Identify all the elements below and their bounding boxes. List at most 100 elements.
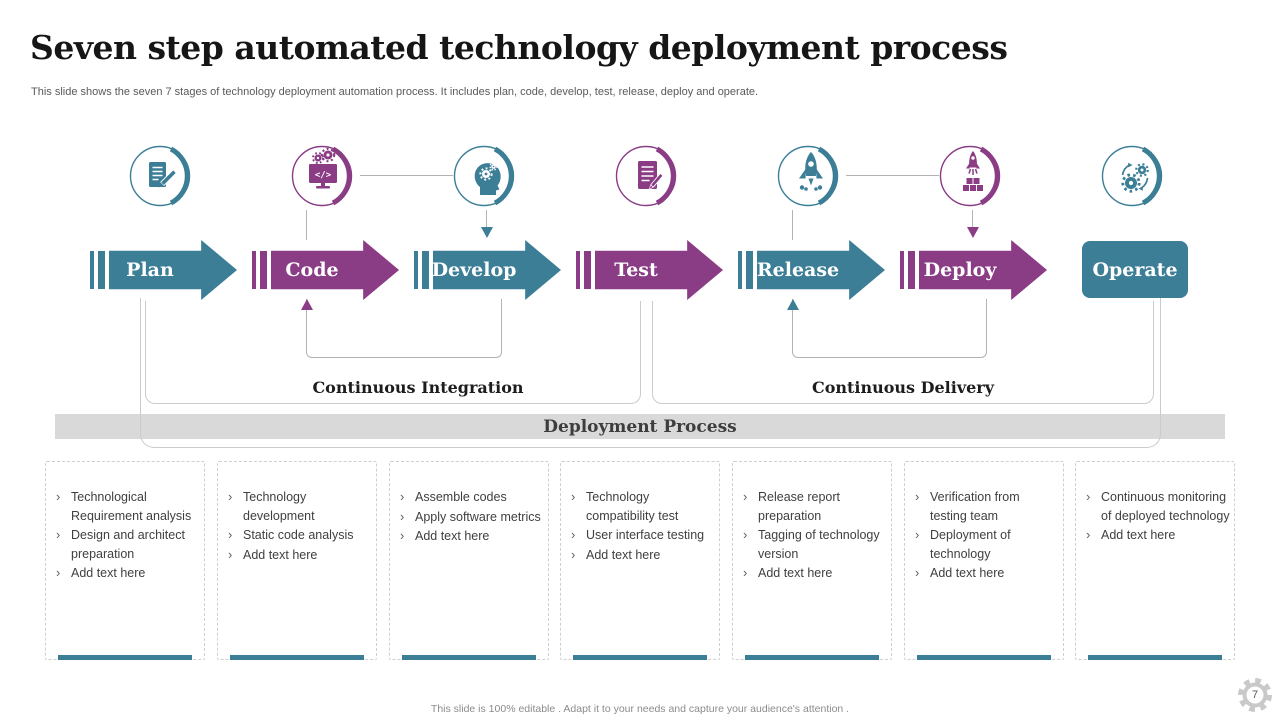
arrowhead-up-release: [787, 299, 799, 310]
step-icon-develop[interactable]: [453, 142, 521, 210]
list-item: › Add text here: [400, 527, 544, 546]
arrow-stripe: [576, 251, 580, 289]
card-code[interactable]: ›Technology development ›Static code ana…: [217, 461, 377, 660]
arrow-stripe: [98, 251, 105, 289]
bullet-text[interactable]: Add text here: [243, 547, 318, 562]
connector-deploy-down: [972, 210, 973, 228]
bullet-text[interactable]: Add text here: [586, 547, 661, 562]
step-arrow-release[interactable]: Release: [738, 240, 885, 300]
bullet-text: Technology compatibility test: [586, 490, 679, 523]
list-item: › Verification from testing team: [915, 488, 1059, 525]
list-item: ›User interface testing: [571, 526, 715, 545]
bullet-glyph: ›: [743, 527, 748, 542]
list-item: › Continuous monitoring of deployed techn…: [1086, 488, 1230, 525]
arrow-stripe: [738, 251, 742, 289]
arrowhead-up-code: [301, 299, 313, 310]
bullet-glyph: ›: [56, 565, 61, 580]
page-subtitle[interactable]: This slide shows the seven 7 stages of t…: [31, 86, 759, 98]
step-arrow-code[interactable]: Code: [252, 240, 399, 300]
bullet-text: Technological Requirement analysis: [71, 490, 192, 523]
bullet-text: Tagging of technology version: [758, 528, 880, 561]
list-item: › Static code analysis: [228, 526, 372, 545]
bullet-glyph: ›: [56, 489, 61, 504]
bullet-glyph: ›: [228, 546, 233, 562]
monitor-gears-icon: </>: [291, 145, 353, 207]
step-label: Plan: [126, 259, 174, 281]
card-accent-bar: [58, 655, 192, 660]
list-item: › Tagging of technology version: [743, 526, 887, 563]
card-accent-bar: [573, 655, 707, 660]
step-icon-test[interactable]: [615, 142, 683, 210]
group-continuous-integration[interactable]: Continuous Integration: [145, 301, 641, 404]
step-icon-code[interactable]: </>: [291, 142, 359, 210]
bullet-glyph: ›: [228, 527, 233, 542]
card-operate[interactable]: › Continuous monitoring of deployed techn…: [1075, 461, 1235, 660]
step-label: Test: [614, 259, 658, 281]
list-item: › Technological Requirement analysis: [56, 488, 200, 525]
card-accent-bar: [402, 655, 536, 660]
step-label: Develop: [431, 259, 517, 281]
bullet-glyph: ›: [1086, 489, 1091, 504]
bullet-text: Continuous monitoring of deployed techno…: [1101, 490, 1230, 523]
bullet-text[interactable]: Add text here: [71, 566, 146, 580]
band-label: Deployment Process: [543, 416, 737, 437]
bullet-text[interactable]: Add text here: [930, 566, 1005, 580]
bullet-list: ›Technology compatibility test ›User int…: [571, 488, 715, 564]
connector-code-down: [306, 210, 307, 240]
step-box-operate[interactable]: Operate: [1082, 241, 1188, 298]
group-continuous-delivery[interactable]: Continuous Delivery: [652, 301, 1154, 404]
step-arrow-deploy[interactable]: Deploy: [900, 240, 1047, 300]
bullet-text: Release report preparation: [758, 490, 840, 523]
bullet-glyph: ›: [915, 489, 920, 504]
bullet-glyph: ›: [1086, 527, 1091, 542]
bullet-glyph: ›: [228, 489, 233, 504]
arrow-stripe: [90, 251, 94, 289]
bullet-text: Verification from testing team: [930, 490, 1020, 523]
list-item: ›Technology compatibility test: [571, 488, 715, 525]
bullet-text: Static code analysis: [243, 528, 354, 542]
list-item: ›Apply software metrics: [400, 508, 544, 527]
page-title[interactable]: Seven step automated technology deployme…: [30, 28, 1008, 67]
arrow-stripe: [900, 251, 904, 289]
svg-text:</>: </>: [315, 171, 332, 181]
page-number-gear: 7: [1237, 677, 1273, 713]
card-test[interactable]: ›Technology compatibility test ›User int…: [560, 461, 720, 660]
bullet-glyph: ›: [400, 508, 405, 524]
loop-develop-to-code: [301, 299, 502, 358]
card-release[interactable]: ›Release report preparation › Tagging of …: [732, 461, 892, 660]
connector-develop-down: [486, 210, 487, 228]
card-develop[interactable]: ›Assemble codes ›Apply software metrics …: [389, 461, 549, 660]
bullet-text[interactable]: Add text here: [758, 566, 833, 580]
document-pencil-icon: [129, 145, 191, 207]
deployment-process-outline: [140, 298, 1161, 448]
group-label: Continuous Integration: [312, 378, 524, 397]
list-item: ›Deployment of technology: [915, 526, 1059, 563]
card-deploy[interactable]: › Verification from testing team ›Deploym…: [904, 461, 1064, 660]
bullet-text: User interface testing: [586, 528, 705, 542]
step-arrow-test[interactable]: Test: [576, 240, 723, 300]
step-icon-deploy[interactable]: [939, 142, 1007, 210]
step-icon-plan[interactable]: [129, 142, 197, 210]
deployment-process-band[interactable]: Deployment Process: [55, 414, 1225, 439]
list-item: › Add text here: [228, 546, 372, 565]
step-icon-release[interactable]: [777, 142, 845, 210]
list-item: ›Add text here: [743, 564, 887, 583]
step-arrow-develop[interactable]: Develop: [414, 240, 561, 300]
bullet-list: ›Technology development ›Static code ana…: [228, 488, 372, 564]
list-item: ›Release report preparation: [743, 488, 887, 525]
loop-deploy-to-release: [787, 299, 987, 358]
arrowhead-down-develop: [481, 227, 493, 238]
bullet-list: › Verification from testing team ›Deploym…: [915, 488, 1059, 583]
step-label: Code: [285, 259, 339, 281]
bullet-text[interactable]: Add text here: [1101, 528, 1176, 542]
step-icon-operate[interactable]: [1101, 142, 1169, 210]
bullet-glyph: ›: [571, 546, 576, 562]
step-arrow-plan[interactable]: Plan: [90, 240, 237, 300]
step-label: Operate: [1092, 258, 1178, 281]
card-plan[interactable]: ›Technological Requirement analysis ›Des…: [45, 461, 205, 660]
list-item: › Add text here: [1086, 526, 1230, 545]
bullet-text[interactable]: Add text here: [415, 529, 490, 543]
bullet-glyph: ›: [400, 528, 405, 543]
connector-release-down: [792, 210, 793, 240]
